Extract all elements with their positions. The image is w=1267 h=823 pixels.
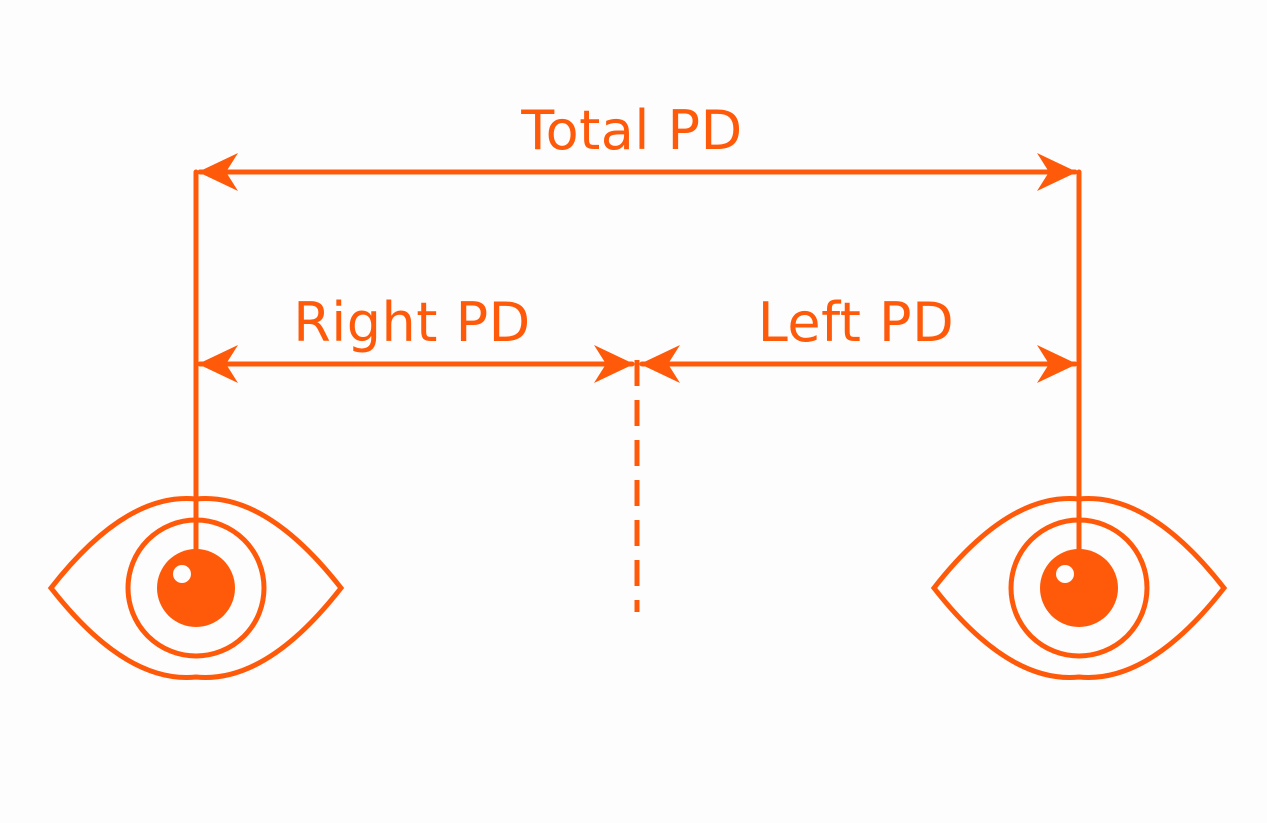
right-pd-arrow-right <box>594 345 634 383</box>
total-pd-arrow-left <box>198 153 238 191</box>
right-pd-arrow-left <box>198 345 238 383</box>
right-pd-label: Right PD <box>293 291 531 354</box>
left-pd-arrow-right <box>1037 345 1077 383</box>
total-pd-arrow-right <box>1037 153 1077 191</box>
left-eye-icon <box>930 496 1228 680</box>
left-pd-label: Left PD <box>757 291 955 354</box>
left-pd-arrow-left <box>640 345 680 383</box>
total-pd-label: Total PD <box>521 99 743 162</box>
